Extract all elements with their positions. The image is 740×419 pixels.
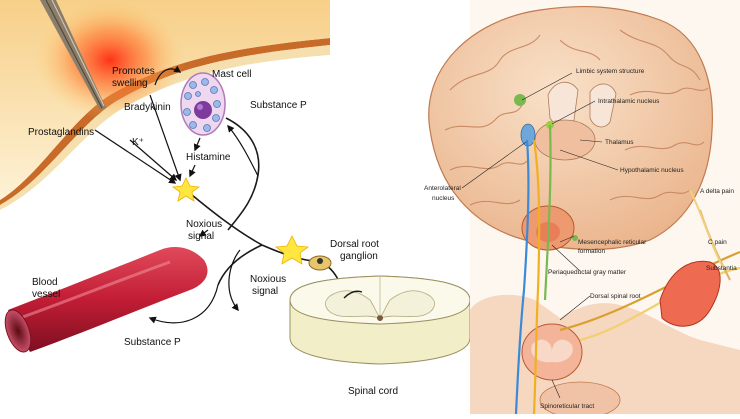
label-blood-vessel-2: vessel (32, 289, 60, 300)
label-dorsal-root-ganglion-2: ganglion (340, 251, 378, 262)
needle-icon (40, 0, 106, 110)
label-prostaglandins: Prostaglandins (28, 127, 94, 138)
mast-cell-icon (180, 72, 226, 136)
spinal-cord-icon (289, 275, 471, 365)
label-c-pain: C pain (708, 239, 727, 246)
label-hypothalamic-nucleus: Hypothalamic nucleus (620, 167, 684, 174)
nerve-ending-spark (171, 177, 310, 265)
label-anterolateral-nucleus-2: nucleus (432, 195, 455, 202)
label-promotes-swelling-2: swelling (112, 78, 148, 89)
label-mast-cell: Mast cell (212, 69, 251, 80)
inflammation-glow (35, 0, 185, 120)
label-mesencephalic-1: Mesencephalic reticular (578, 239, 647, 246)
label-dorsal-root-ganglion-1: Dorsal root (330, 239, 379, 250)
label-histamine: Histamine (186, 152, 231, 163)
label-noxious-signal-1a: Noxious (186, 219, 222, 230)
label-periaqueductal: Periaqueductal gray matter (548, 269, 627, 276)
label-limbic-system-structure: Limbic system structure (576, 68, 645, 75)
left-panel: Promotes swelling Mast cell Bradykinin S… (0, 0, 471, 397)
label-substance-p-bottom: Substance P (124, 337, 181, 348)
label-substantia: Substantia (706, 265, 737, 272)
label-substance-p-top: Substance P (250, 100, 307, 111)
right-panel: Limbic system structure Intrathalamic nu… (424, 0, 740, 419)
label-intrathalamic-nucleus: Intrathalamic nucleus (598, 98, 660, 105)
label-dorsal-spinal-root: Dorsal spinal root (590, 293, 641, 300)
label-anterolateral-nucleus-1: Anterolateral (424, 185, 461, 192)
label-spinal-cord: Spinal cord (348, 386, 398, 397)
brain-gyri (444, 29, 709, 206)
label-mesencephalic-2: formation (578, 248, 605, 255)
thalamus-region (534, 119, 596, 161)
dorsal-root-icon (659, 260, 721, 327)
leader-lines (461, 72, 619, 399)
label-blood-vessel-1: Blood (32, 277, 58, 288)
label-bradykinin: Bradykinin (124, 102, 171, 113)
label-spinoreticular-tract: Spinoreticular tract (540, 403, 594, 410)
label-k-plus: K⁺ (132, 137, 144, 148)
signal-arrows (94, 65, 259, 324)
blood-vessel-icon (4, 247, 208, 353)
label-noxious-signal-1b: signal (188, 231, 214, 242)
label-promotes-swelling-1: Promotes (112, 66, 155, 77)
label-a-delta-pain: A delta pain (700, 188, 734, 195)
label-noxious-signal-2b: signal (252, 286, 278, 297)
label-noxious-signal-2a: Noxious (250, 274, 286, 285)
label-thalamus: Thalamus (605, 139, 634, 146)
